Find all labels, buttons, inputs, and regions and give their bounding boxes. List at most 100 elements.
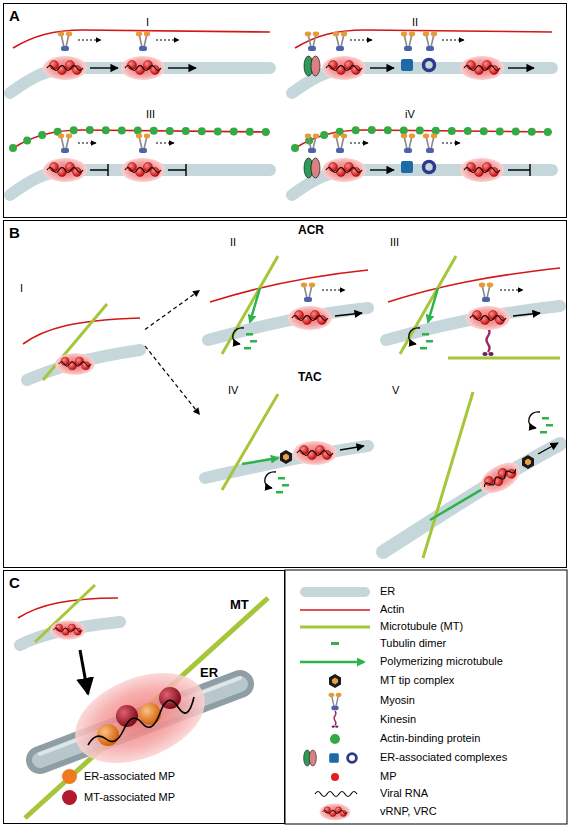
panel-a-ii-art [350,40,372,41]
transition-arrow [145,346,200,415]
panel-b-ii-art [210,270,368,302]
structure-label: ER [200,666,218,681]
panel-c-small-art [18,585,120,694]
panel-a-iii-art [78,143,96,144]
panel-a-iii-art [156,143,174,144]
subpanel-box: iV [290,108,560,212]
panel-b-v-art [538,443,558,454]
panel-a-iv-art [305,134,319,153]
panel-c-big-art [25,598,268,818]
legend-samples [332,711,339,728]
legend-text: MT tip complex [380,674,454,687]
legend-samples [304,750,317,766]
legend-text: Myosin [380,694,415,707]
panel-a-ii-art [442,40,464,41]
panel-b-iii-art [388,268,560,302]
transition-line [145,346,196,410]
panel-a-ii-art [333,32,347,51]
legend-text: ER-associated MP [84,770,175,783]
panel-c-big-art [139,703,161,725]
mechanism-label: TAC [298,371,322,385]
panel-b-iii-art [428,288,438,322]
legend-text: Actin [380,603,404,616]
panel-a-i-art [90,67,118,68]
panel-b-v-art [529,412,553,434]
legend-samples [315,792,357,797]
panel-a-ii-art [401,59,413,71]
panel-c-big-art [97,724,119,746]
legend-samples [329,693,342,710]
subpanel-box: II [290,16,560,108]
panel-b-v-art [475,457,525,500]
legend-swatch [330,734,340,744]
panel-a-iv-art [401,134,415,153]
panel-a-iii-art [136,134,150,153]
mechanism-label: ACR [298,224,324,238]
panel-letter: B [9,224,20,241]
panel-box: AIIIIIIiV [3,3,567,218]
panel-c-small-art [50,620,85,639]
panel-b-iii-art [500,290,523,291]
panel-b-iv-art [340,446,364,450]
panel-b-i-art [43,304,107,380]
panel-b-iii-art [482,328,493,356]
legend-samples [329,753,339,763]
panel-a-iii-art [58,134,72,153]
panel-c-small-art [35,585,95,642]
panel-a-i-art [43,56,87,80]
subpanel-box: II [200,236,370,356]
subpanel-numeral: IV [228,384,238,397]
panel-a-iv-art [508,164,530,176]
panel-a-ii-art [305,32,319,51]
panel-b-ii-art [322,290,345,291]
panel-a-iii-art [168,164,186,176]
panel-b-iii-art [479,283,493,302]
panel-b-iii-art [386,256,560,358]
legend-text: MP [380,770,397,783]
panel-a-ii-art [424,60,435,71]
panel-a-iii-art [121,158,165,182]
subpanel-numeral: III [390,236,399,249]
panel-a-i-art [58,32,72,51]
panel-a-i-art [168,67,196,68]
subpanel-numeral: iV [405,108,415,121]
panel-a-ii-art [423,32,437,51]
panel-a-iii-art [90,164,108,176]
panel-c-big-art [25,598,268,818]
legend-text: Microtubule (MT) [380,620,463,633]
subpanel-numeral: II [230,236,236,249]
legend-text: vRNP, VRC [380,805,437,818]
panel-a-iii-art [10,130,270,195]
subpanel-box: V [378,382,563,562]
subpanel-numeral: V [392,384,399,397]
panel-b-i-art [27,350,140,380]
panel-a-i-art [10,30,270,93]
panel-b-iv-art [265,472,289,494]
legend-swatch [331,773,339,781]
panel-a-ii-art [460,56,504,80]
legend-samples [300,661,364,664]
legend-samples [320,804,351,821]
panel-b-iv-art [205,446,368,478]
subpanel-box: I [8,16,278,108]
panel-b-ii-art [233,328,257,350]
legend-samples [331,642,339,645]
legend-text: Polymerizing microtubule [380,655,503,668]
arrow-head [192,290,200,297]
structure-label: MT [230,598,249,613]
panel-b-iv-art [242,458,278,464]
panel-b-iii-art [513,313,540,316]
panel-b-ii-art [222,256,278,354]
subpanel-numeral: II [412,16,418,29]
panel-b-iii-art [400,256,456,354]
subpanel-box: III [378,236,563,366]
panel-b-iv-art [280,450,292,464]
panel-a-iv-art [295,130,552,148]
panel-a-ii-art [508,67,534,68]
legend-text: Kinesin [380,713,416,726]
legend-swatch [62,769,77,784]
panel-c-big-art [88,697,194,745]
panel-a-i-art [156,40,179,41]
